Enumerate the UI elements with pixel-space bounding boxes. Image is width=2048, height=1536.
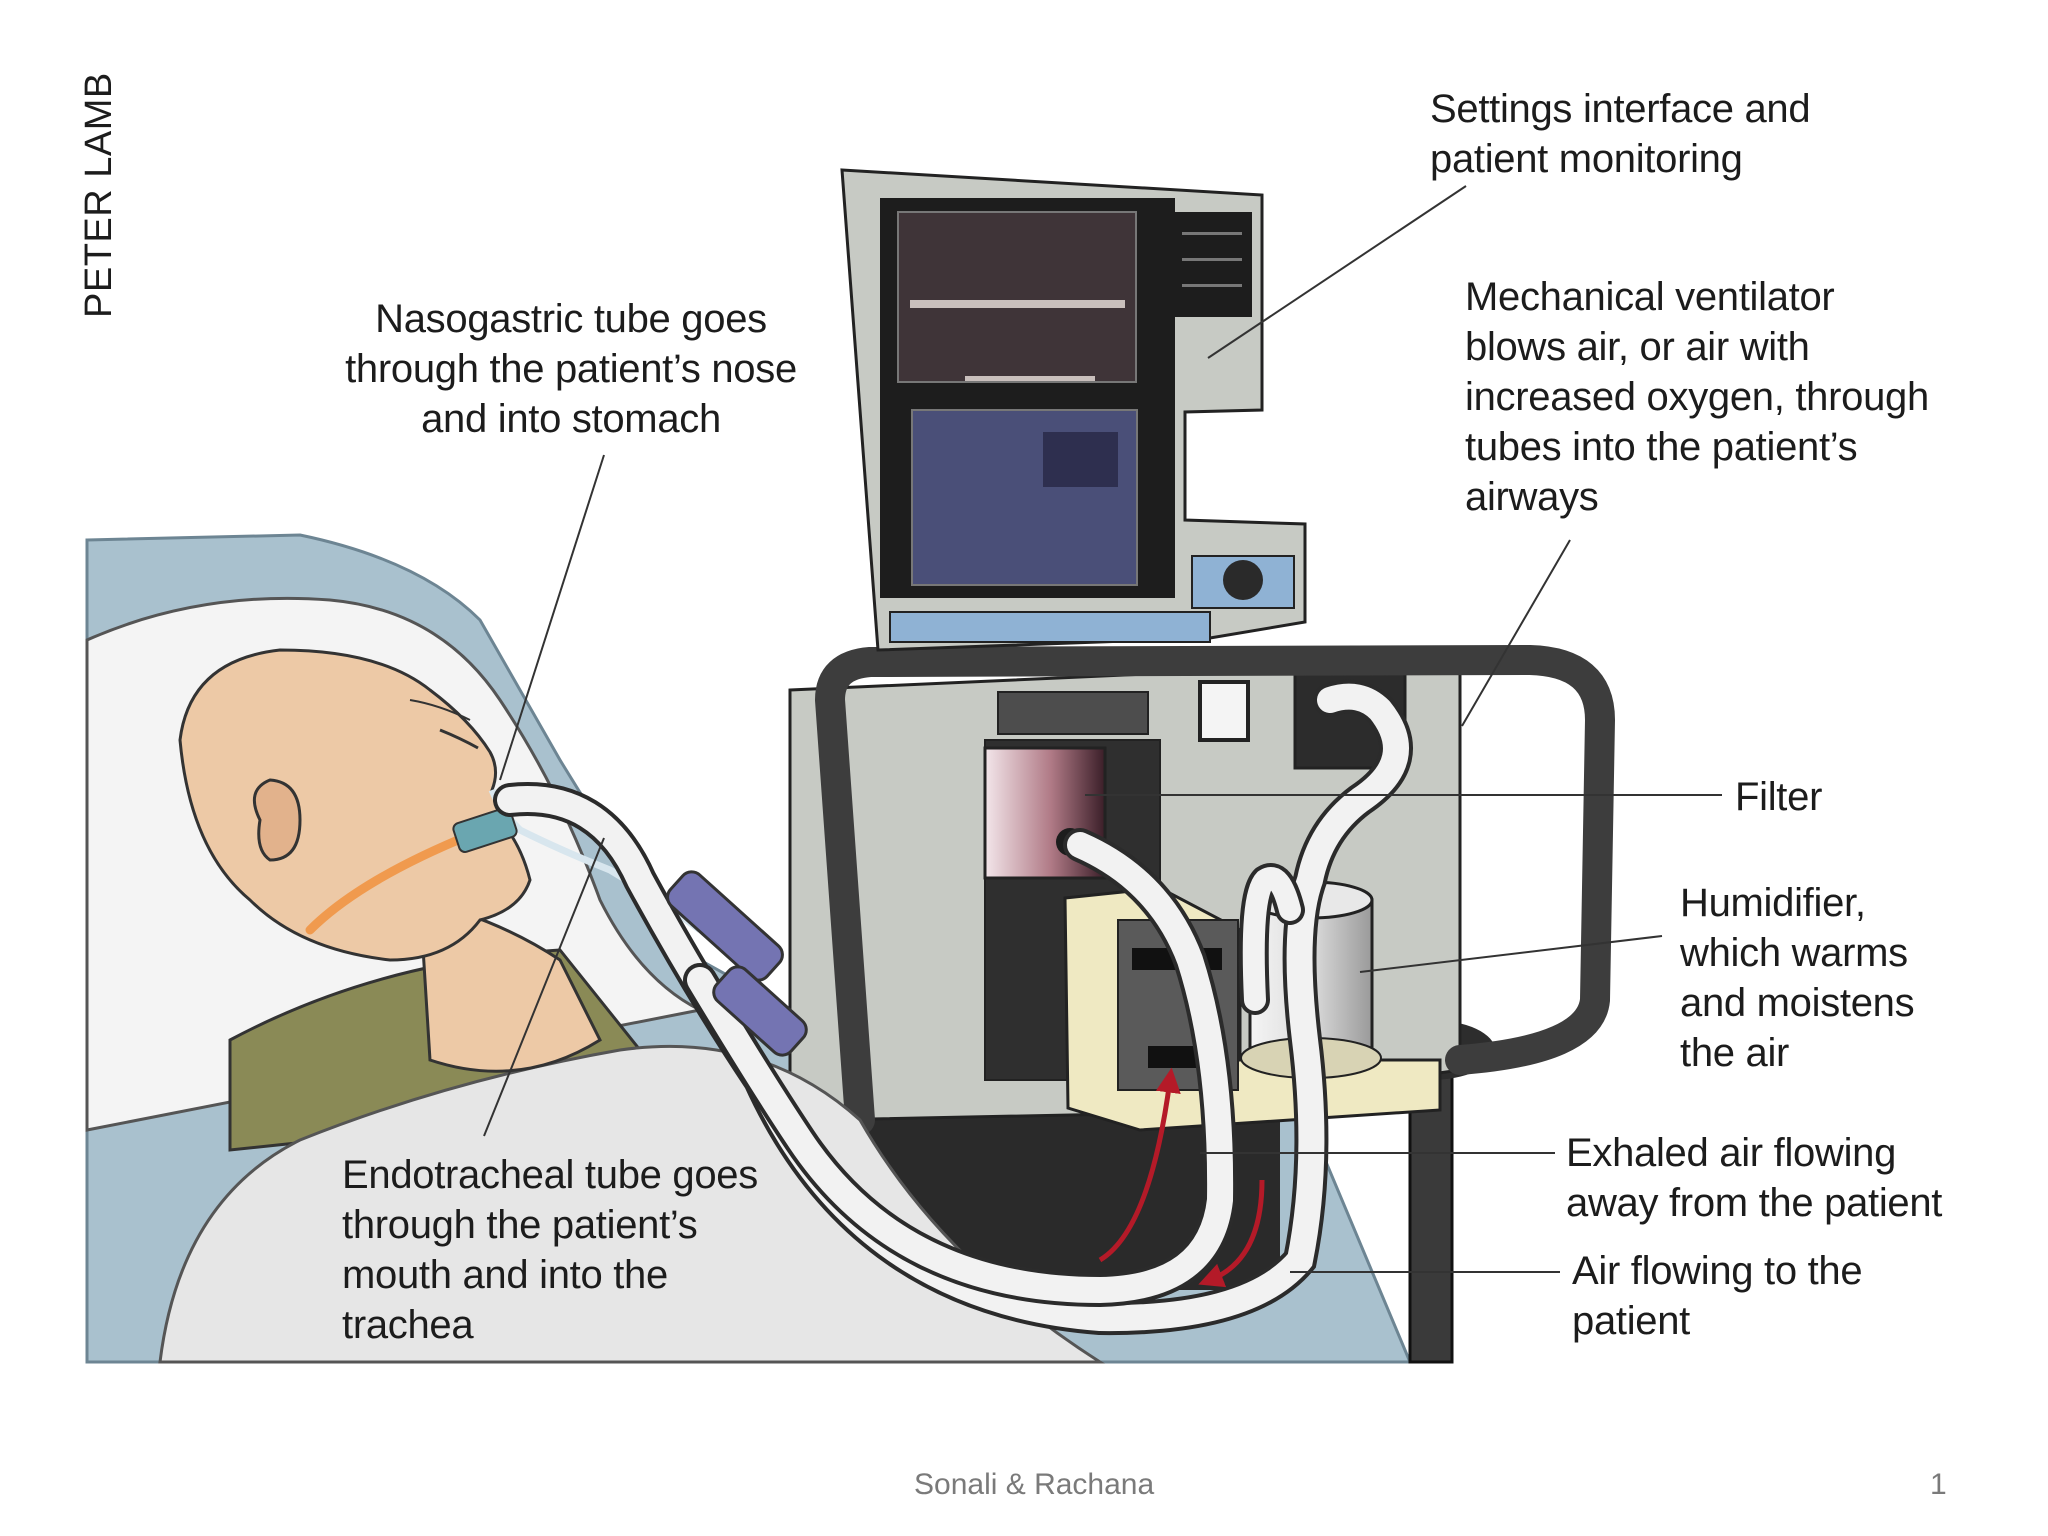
leader-settings <box>1207 185 1467 359</box>
patient-eye <box>439 728 479 750</box>
label-air-to-patient: Air flowing to the patient <box>1572 1249 1863 1343</box>
expiratory-tube-fill <box>687 832 1234 1304</box>
label-exhaled-air: Exhaled air flowing away from the patien… <box>1566 1131 1943 1225</box>
inhaled-flow-arrow <box>1198 1179 1265 1288</box>
label-filter: Filter <box>1735 775 1823 819</box>
side-display <box>1172 212 1252 317</box>
label-humidifier: Humidifier, which warms and moistens the… <box>1680 881 1915 1075</box>
sheet <box>158 1044 1106 1364</box>
handle-bar <box>814 644 1616 1135</box>
side-display-line-3 <box>1182 284 1242 287</box>
screen-line-1 <box>910 300 1125 308</box>
label-nasogastric-tube: Nasogastric tube goes through the patien… <box>345 297 797 441</box>
monitor-screen-upper <box>897 211 1137 383</box>
control-knob <box>1223 560 1263 600</box>
label-settings-interface: Settings interface and patient monitorin… <box>1430 87 1811 181</box>
leader-humidifier <box>1359 935 1663 973</box>
leader-nasogastric <box>499 454 605 781</box>
exhaled-flow-arrow <box>1098 1067 1181 1263</box>
leader-ventilator <box>1461 539 1571 727</box>
label-mechanical-ventilator: Mechanical ventilator blows air, or air … <box>1465 275 1929 519</box>
illustrator-credit: PETER LAMB <box>78 72 120 318</box>
tube-holder-strap <box>305 830 475 935</box>
screen-line-2 <box>965 376 1095 381</box>
leader-endotracheal <box>483 837 605 1137</box>
humidifier-loop-tube-fill <box>1242 867 1301 1011</box>
patient-brow <box>409 699 471 721</box>
side-display-line-1 <box>1182 232 1242 235</box>
mouth-connector <box>452 807 518 853</box>
side-display-line-2 <box>1182 258 1242 261</box>
screen-inset <box>1043 432 1118 487</box>
y-connector <box>666 870 784 982</box>
label-endotracheal-tube: Endotracheal tube goes through the patie… <box>342 1153 758 1347</box>
keyboard-strip <box>889 611 1211 643</box>
slide-number: 1 <box>1930 1468 1947 1501</box>
body-slot <box>997 691 1149 735</box>
body-button <box>1198 680 1250 742</box>
footer-authors: Sonali & Rachana <box>914 1468 1155 1501</box>
swivel-connector <box>712 965 808 1057</box>
patient-ear <box>252 778 302 862</box>
